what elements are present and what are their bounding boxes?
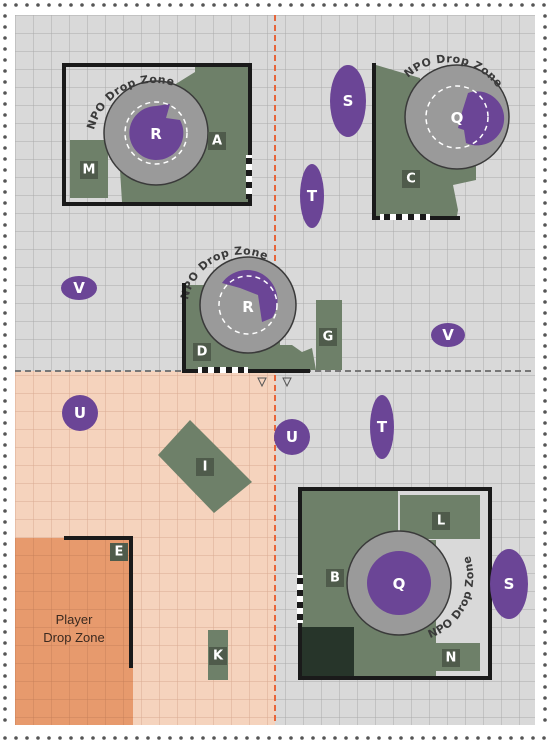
building-C: NPO Drop Zone [372, 52, 510, 220]
terrain-label-B: B [326, 569, 344, 587]
objective-label-Q-bottom: Q [393, 575, 406, 593]
svg-text:D: D [197, 345, 208, 360]
svg-text:S: S [343, 92, 354, 110]
arrow-marker-left [257, 377, 267, 388]
svg-text:E: E [115, 545, 124, 560]
token-V-right[interactable]: V [431, 323, 465, 347]
svg-text:G: G [323, 330, 334, 345]
dark-terrain-block [302, 627, 354, 676]
svg-text:M: M [83, 163, 96, 178]
svg-text:U: U [74, 404, 86, 422]
player-drop-zone-label-line2: Drop Zone [43, 630, 104, 645]
objective-Q-top[interactable] [458, 91, 505, 146]
arrow-marker-right [282, 377, 292, 388]
svg-text:A: A [212, 134, 222, 149]
objective-Q-bottom[interactable] [367, 551, 431, 615]
terrain-label-A: A [208, 132, 226, 150]
svg-text:T: T [307, 187, 318, 205]
building-A: NPO Drop Zone [62, 63, 252, 206]
svg-text:V: V [73, 279, 85, 297]
terrain-label-G: G [319, 328, 337, 346]
terrain-label-N: N [442, 649, 460, 667]
wall-top-right [372, 63, 460, 220]
terrain-label-M: M [80, 161, 98, 179]
building-B: NPO Drop Zone [297, 487, 492, 680]
terrain-label-E: E [110, 543, 128, 561]
wall-top-left [62, 63, 252, 206]
token-U-left[interactable]: U [62, 395, 98, 431]
svg-text:T: T [377, 418, 388, 436]
terrain-label-L: L [432, 512, 450, 530]
svg-text:S: S [504, 575, 515, 593]
token-S-right[interactable]: S [490, 549, 528, 619]
svg-text:I: I [203, 460, 208, 475]
token-S-top[interactable]: S [330, 65, 366, 137]
wall-middle [182, 283, 310, 373]
player-drop-zone-label-line1: Player [56, 612, 94, 627]
objective-R-top[interactable] [129, 104, 184, 160]
objective-label-Q-top: Q [451, 109, 464, 127]
svg-text:K: K [213, 649, 224, 664]
svg-text:C: C [406, 172, 416, 187]
svg-text:U: U [286, 428, 298, 446]
svg-text:B: B [330, 571, 340, 586]
terrain-label-C: C [402, 170, 420, 188]
dotted-border [3, 3, 547, 740]
wall-E [64, 536, 133, 668]
objective-label-R-middle: R [242, 298, 254, 316]
svg-text:V: V [442, 326, 454, 344]
token-U-center[interactable]: U [274, 419, 310, 455]
objective-label-R-top: R [150, 125, 162, 143]
terrain-label-I: I [196, 458, 214, 476]
objective-R-middle[interactable] [222, 269, 278, 322]
svg-text:N: N [446, 651, 457, 666]
token-V-left[interactable]: V [61, 276, 97, 300]
terrain-label-K: K [209, 647, 227, 665]
token-T-right[interactable]: T [370, 395, 394, 459]
terrain-label-D: D [193, 343, 211, 361]
token-T-top[interactable]: T [300, 164, 324, 228]
svg-text:L: L [437, 514, 445, 529]
